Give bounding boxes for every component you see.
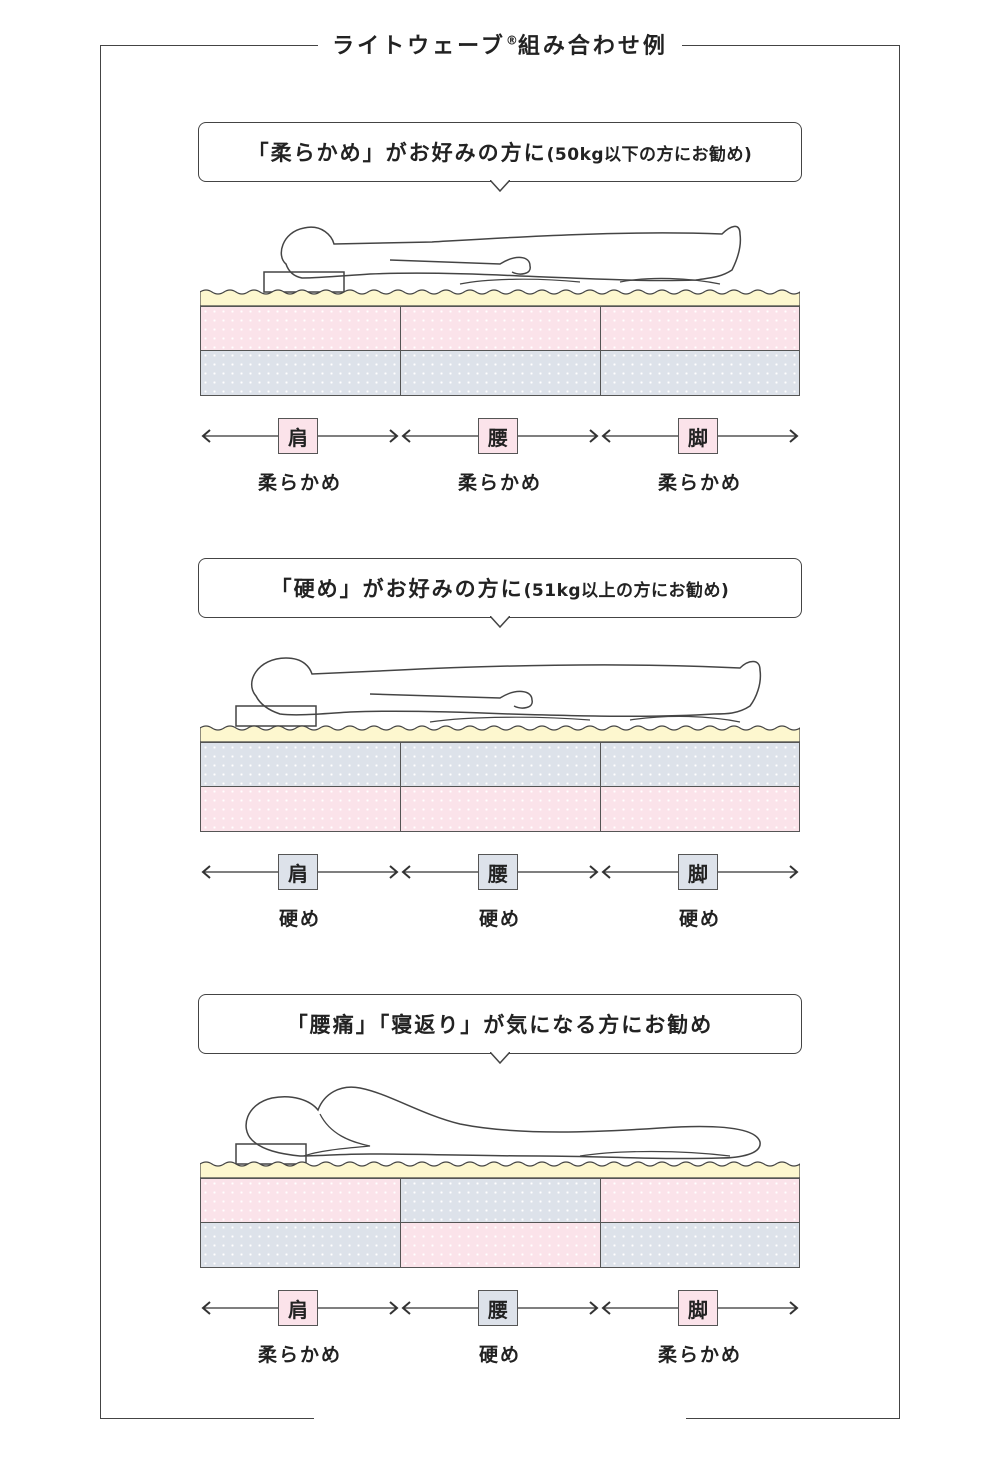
- layer-bottom-leg: [600, 786, 800, 832]
- person-lying-on-back-icon: [200, 225, 800, 307]
- bubble-tail: [490, 616, 510, 628]
- title-suffix: 組み合わせ例: [517, 34, 668, 59]
- person-lying-on-back-icon: [200, 657, 800, 743]
- zone-labels: 肩 柔らかめ 腰 硬め 脚 柔らかめ: [200, 1290, 800, 1390]
- bubble-tail: [490, 1052, 510, 1064]
- layer-bottom-shoulder: [200, 786, 401, 832]
- zone-waist: 腰 硬め: [400, 1290, 600, 1390]
- mattress-layers: [200, 306, 800, 396]
- registered-mark: ®: [505, 33, 518, 48]
- zone-shoulder: 肩 柔らかめ: [200, 1290, 400, 1390]
- mattress-layers: [200, 1178, 800, 1268]
- layer-bottom-leg: [600, 350, 800, 396]
- part-badge: 腰: [478, 1290, 518, 1326]
- layer-bottom-shoulder: [200, 350, 401, 396]
- firmness-label: 柔らかめ: [457, 472, 542, 494]
- speech-bubble: 「腰痛」「寝返り」が気になる方にお勧め: [198, 994, 802, 1054]
- bubble-tail: [490, 180, 510, 192]
- firmness-label: 柔らかめ: [257, 1344, 342, 1366]
- firmness-label: 硬め: [478, 1344, 521, 1366]
- zone-leg: 脚 硬め: [600, 854, 800, 954]
- zone-labels: 肩 硬め 腰 硬め 脚 硬め: [200, 854, 800, 954]
- part-badge: 肩: [278, 418, 318, 454]
- title-container: ライトウェーブ®組み合わせ例: [0, 28, 1000, 60]
- layer-top-waist: [400, 306, 601, 351]
- zone-shoulder: 肩 硬め: [200, 854, 400, 954]
- firmness-label: 硬め: [678, 908, 721, 930]
- section-backpain: 「腰痛」「寝返り」が気になる方にお勧め 肩 柔らかめ 腰 硬め 脚: [0, 994, 1000, 1424]
- part-badge: 腰: [478, 854, 518, 890]
- bubble-text: 「腰痛」「寝返り」が気になる方にお勧め: [286, 1013, 714, 1037]
- zone-labels: 肩 柔らかめ 腰 柔らかめ 脚 柔らかめ: [200, 418, 800, 518]
- layer-bottom-shoulder: [200, 1222, 401, 1268]
- part-badge: 脚: [678, 854, 718, 890]
- zone-shoulder: 肩 柔らかめ: [200, 418, 400, 518]
- layer-top-waist: [400, 742, 601, 787]
- layer-bottom-waist: [400, 350, 601, 396]
- layer-top-shoulder: [200, 1178, 401, 1223]
- part-badge: 腰: [478, 418, 518, 454]
- firmness-label: 硬め: [278, 908, 321, 930]
- speech-bubble: 「硬め」がお好みの方に(51kg以上の方にお勧め): [198, 558, 802, 618]
- layer-top-leg: [600, 1178, 800, 1223]
- title-main: ライトウェーブ: [332, 34, 506, 59]
- layer-bottom-waist: [400, 1222, 601, 1268]
- layer-top-leg: [600, 742, 800, 787]
- frame-bottom-gap: [314, 1412, 686, 1424]
- part-badge: 肩: [278, 854, 318, 890]
- person-lying-on-side-icon: [200, 1086, 800, 1179]
- part-badge: 脚: [678, 1290, 718, 1326]
- bubble-note: (50kg以下の方にお勧め): [546, 144, 753, 165]
- layer-top-waist: [400, 1178, 601, 1223]
- page-title: ライトウェーブ®組み合わせ例: [318, 28, 682, 60]
- mattress-layers: [200, 742, 800, 832]
- part-badge: 脚: [678, 418, 718, 454]
- firmness-label: 柔らかめ: [657, 1344, 742, 1366]
- zone-leg: 脚 柔らかめ: [600, 418, 800, 518]
- layer-top-leg: [600, 306, 800, 351]
- part-badge: 肩: [278, 1290, 318, 1326]
- firmness-label: 柔らかめ: [657, 472, 742, 494]
- zone-waist: 腰 柔らかめ: [400, 418, 600, 518]
- section-hard: 「硬め」がお好みの方に(51kg以上の方にお勧め) 肩 硬め 腰 硬め: [0, 558, 1000, 988]
- bubble-text: 「柔らかめ」がお好みの方に: [247, 141, 547, 165]
- section-soft: 「柔らかめ」がお好みの方に(50kg以下の方にお勧め) 肩 柔らかめ 腰 柔らか…: [0, 122, 1000, 552]
- layer-bottom-leg: [600, 1222, 800, 1268]
- zone-waist: 腰 硬め: [400, 854, 600, 954]
- layer-top-shoulder: [200, 306, 401, 351]
- speech-bubble: 「柔らかめ」がお好みの方に(50kg以下の方にお勧め): [198, 122, 802, 182]
- bubble-text: 「硬め」がお好みの方に: [270, 577, 524, 601]
- layer-bottom-waist: [400, 786, 601, 832]
- bubble-note: (51kg以上の方にお勧め): [523, 580, 730, 601]
- firmness-label: 柔らかめ: [257, 472, 342, 494]
- zone-leg: 脚 柔らかめ: [600, 1290, 800, 1390]
- firmness-label: 硬め: [478, 908, 521, 930]
- layer-top-shoulder: [200, 742, 401, 787]
